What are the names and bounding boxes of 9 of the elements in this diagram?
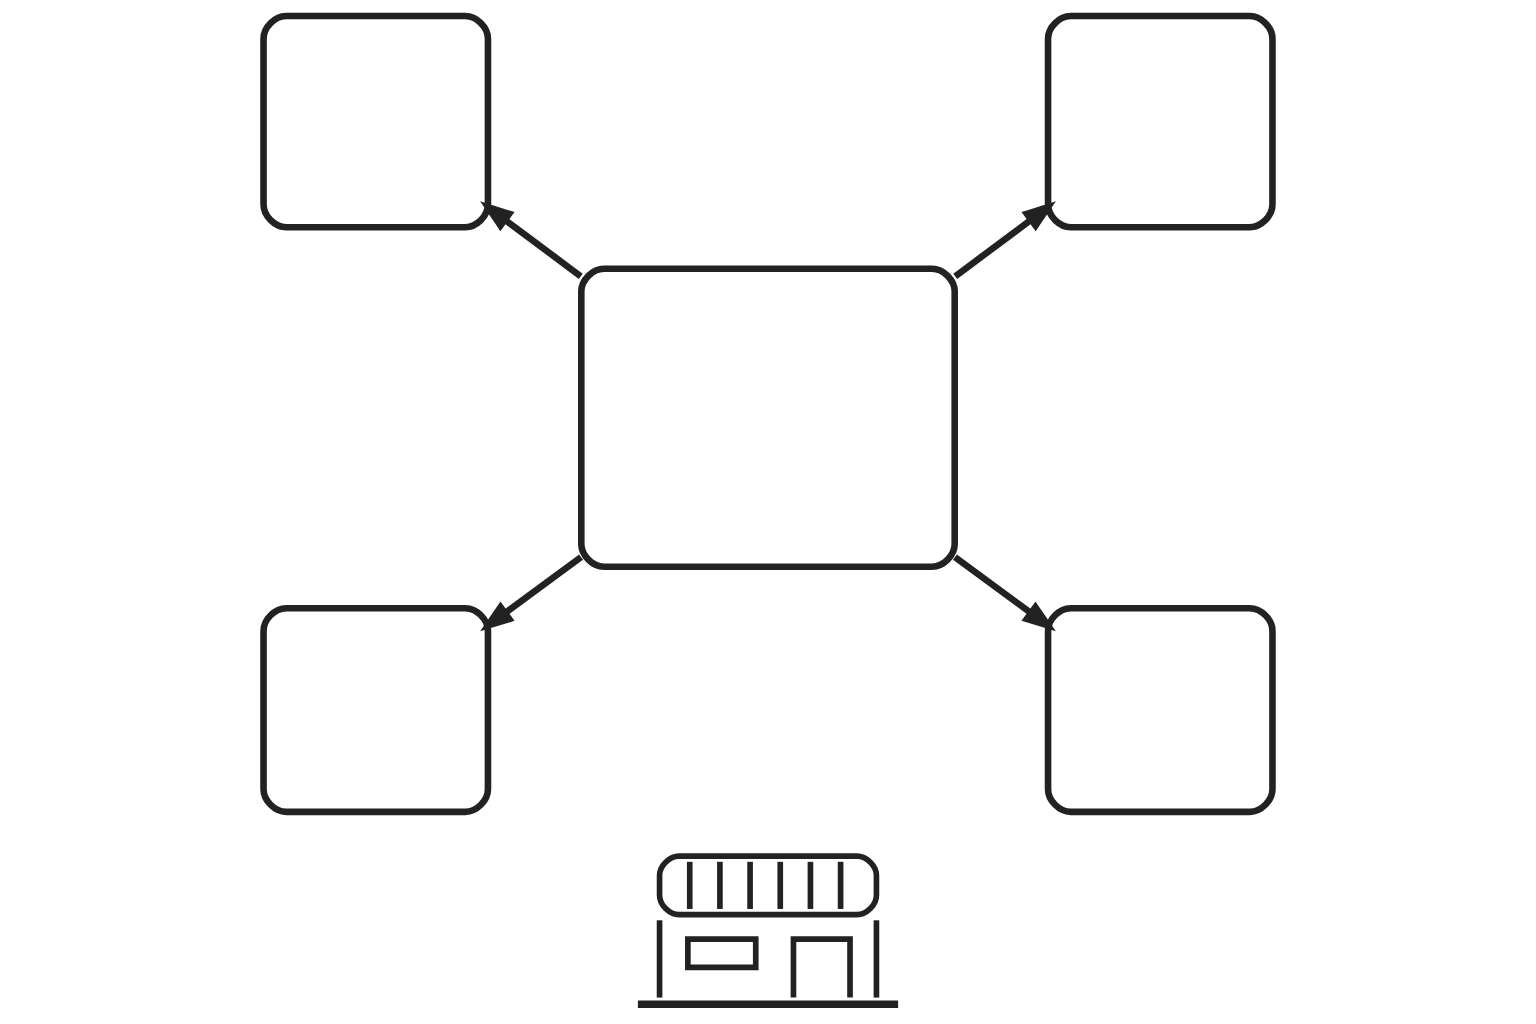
node-box	[260, 12, 492, 231]
node-box	[1044, 12, 1276, 231]
arrow	[953, 201, 1056, 279]
arrow	[953, 554, 1056, 632]
arrow	[480, 201, 583, 279]
node-box	[260, 604, 492, 816]
node-box	[578, 265, 958, 570]
arrow	[480, 554, 583, 632]
node-box	[1044, 604, 1276, 816]
